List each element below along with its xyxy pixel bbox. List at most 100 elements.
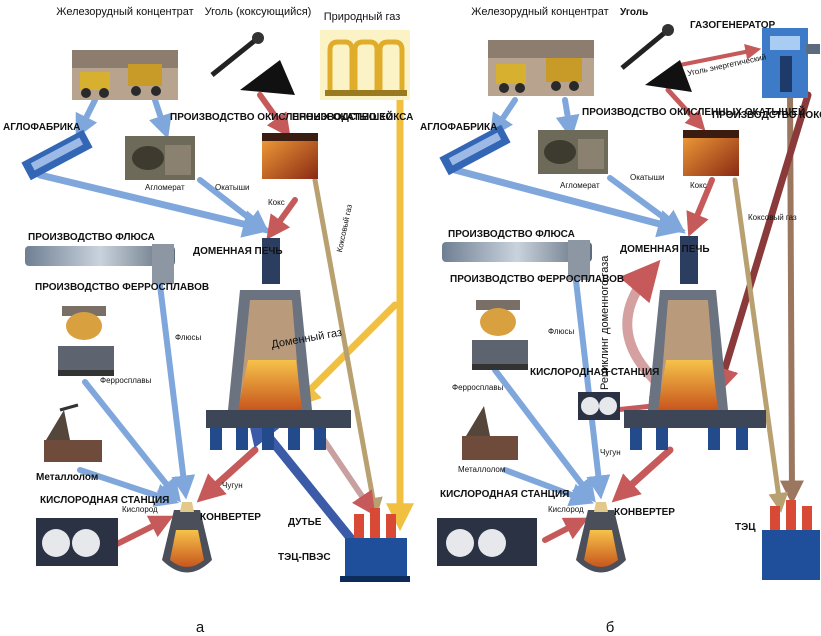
arrow-ore-to-pellet xyxy=(149,97,172,140)
arrow-iron-to-converter xyxy=(196,446,259,503)
flow-arrows-b xyxy=(451,44,812,543)
label-okatyshi-b: Окатыши xyxy=(630,173,664,182)
flux-kiln-image xyxy=(25,244,175,284)
panel-b: Железорудный концентрат Уголь ГАЗОГЕНЕРА… xyxy=(420,6,821,636)
label-agglomerat-b: Агломерат xyxy=(560,181,600,190)
label-blast-furnace-b: ДОМЕННАЯ ПЕЧЬ xyxy=(620,244,710,255)
ore-image xyxy=(72,50,178,100)
arrow-ore-to-agglo xyxy=(489,97,518,138)
arrow-agglo-to-furnace xyxy=(36,171,271,238)
converter-image-b xyxy=(576,502,626,573)
pellet-image xyxy=(125,136,195,180)
label-pellet-b: ПРОИЗВОДСТВО ОКИСЛЕННЫХ ОКАТЫШЕЙ xyxy=(582,105,805,118)
label-koks: Кокс xyxy=(268,198,285,207)
arrow-ore-to-agglo xyxy=(75,97,98,139)
arrow-gasifier-to-furnace xyxy=(711,91,812,396)
arrow-agglo-to-furnace xyxy=(451,166,686,238)
panel-a: Железорудный концентрат Уголь (коксующий… xyxy=(3,6,414,636)
label-agglo-b: АГЛОФАБРИКА xyxy=(420,122,497,133)
label-ferro-prod: ПРОИЗВОДСТВО ФЕРРОСПЛАВОВ xyxy=(35,282,209,293)
label-converter: КОНВЕРТЕР xyxy=(200,512,261,523)
label-koks-b: Кокс xyxy=(690,181,707,190)
label-pellet: ПРОИЗВОДСТВО ОКИСЛЕННЫХ ОКАТЫШЕЙ xyxy=(170,110,393,123)
coke-oven-image xyxy=(262,133,318,179)
label-coke-prod-b: ПРОИЗВОДСТВО КОКСА xyxy=(712,110,821,121)
label-recycling: Рециклинг доменного газа xyxy=(599,255,611,390)
scrap-image-b xyxy=(462,406,518,460)
oxygen-station-image-b xyxy=(437,518,537,566)
oxygen-station-image xyxy=(36,518,118,566)
arrow-ferro-to-converter xyxy=(492,367,596,503)
label-agglomerat: Агломерат xyxy=(145,183,185,192)
label-oxygen-station: КИСЛОРОДНАЯ СТАНЦИЯ xyxy=(40,495,169,506)
label-pig-iron: Чугун xyxy=(222,481,243,490)
agglo-image xyxy=(21,129,93,181)
converter-image xyxy=(162,502,212,573)
pellet-image-b xyxy=(538,130,608,174)
coke-oven-image-b xyxy=(683,130,739,176)
label-gas: Природный газ xyxy=(324,11,401,23)
arrow-scrap-to-converter xyxy=(502,467,594,507)
label-flux: Флюсы xyxy=(175,333,201,342)
label-agglo: АГЛОФАБРИКА xyxy=(3,122,80,133)
label-oxygen: Кислород xyxy=(122,505,158,514)
label-converter-b: КОНВЕРТЕР xyxy=(614,507,675,518)
label-ferroalloys-b: Ферросплавы xyxy=(452,383,504,392)
label-oxygen-station-b: КИСЛОРОДНАЯ СТАНЦИЯ xyxy=(440,489,569,500)
arrow-pellet-to-furnace xyxy=(197,177,270,234)
chp-plant-image xyxy=(340,508,410,582)
caption-b: б xyxy=(606,619,615,636)
label-blast: ДУТЬЕ xyxy=(288,517,322,528)
agglo-image-b xyxy=(439,124,511,176)
label-ferro-prod-b: ПРОИЗВОДСТВО ФЕРРОСПЛАВОВ xyxy=(450,274,624,285)
label-coke-gas-b: Коксовый газ xyxy=(748,213,797,222)
label-oxygen-station-b2: КИСЛОРОДНАЯ СТАНЦИЯ xyxy=(530,367,659,378)
arrow-cokegas-to-chp xyxy=(312,177,383,518)
label-ferroalloys: Ферросплавы xyxy=(100,376,152,385)
arrow-coal-to-coke xyxy=(257,92,291,138)
ferroalloy-image xyxy=(58,306,114,376)
label-scrap: Металлолом xyxy=(36,472,98,483)
coal-conveyor-image xyxy=(210,32,295,95)
coal-conveyor-image-b xyxy=(620,24,692,92)
arrow-scrap-to-converter xyxy=(77,467,180,507)
arrow-oxygen-to-converter xyxy=(112,515,174,548)
flow-arrows-a xyxy=(36,92,414,555)
label-flux-prod-b: ПРОИЗВОДСТВО ФЛЮСА xyxy=(448,229,575,240)
arrow-pellet-to-furnace xyxy=(607,175,686,234)
label-gasifier: ГАЗОГЕНЕРАТОР xyxy=(690,20,776,31)
arrow-flux-to-converter xyxy=(157,282,196,500)
arrow-iron-to-converter xyxy=(611,446,674,503)
label-coal-b: Уголь xyxy=(620,7,648,18)
label-coke-prod: ПРОИЗВОДСТВО КОКСА xyxy=(292,112,413,123)
blast-furnace-image-b xyxy=(624,236,766,450)
arrow-oxygen-to-converter xyxy=(542,517,589,543)
label-scrap-b: Металлолом xyxy=(458,465,505,474)
scrap-image xyxy=(44,403,102,462)
arrow-flux-to-converter xyxy=(572,269,611,500)
arrow-coal-to-gasifier xyxy=(678,44,762,67)
caption-a: а xyxy=(196,619,205,636)
ferroalloy-image-b xyxy=(472,300,528,370)
arrow-ferro-to-converter xyxy=(82,379,181,503)
label-coke-gas: Коксовый газ xyxy=(335,203,354,253)
arrow-coke-to-furnace xyxy=(686,177,715,237)
label-okatyshi: Окатыши xyxy=(215,183,249,192)
gasifier-image xyxy=(762,28,820,98)
flux-kiln-image-b xyxy=(442,240,592,280)
blast-furnace-image xyxy=(206,238,351,450)
ore-image-b xyxy=(488,40,594,96)
label-chp-b: ТЭЦ xyxy=(735,522,756,533)
arrow-coal-to-coke xyxy=(665,87,706,131)
label-flux-prod: ПРОИЗВОДСТВО ФЛЮСА xyxy=(28,232,155,243)
label-oxygen-b: Кислород xyxy=(548,505,584,514)
arrow-cokegas-to-chp xyxy=(732,177,789,513)
label-ore-b: Железорудный концентрат xyxy=(471,6,608,18)
arrow-recycling xyxy=(619,259,665,390)
label-coal: Уголь (коксующийся) xyxy=(205,6,312,18)
arrow-coke-to-furnace xyxy=(266,197,298,240)
gas-pipes-image xyxy=(320,30,410,100)
arrow-ore-to-pellet xyxy=(555,97,580,140)
label-ore: Железорудный концентрат xyxy=(56,6,193,18)
